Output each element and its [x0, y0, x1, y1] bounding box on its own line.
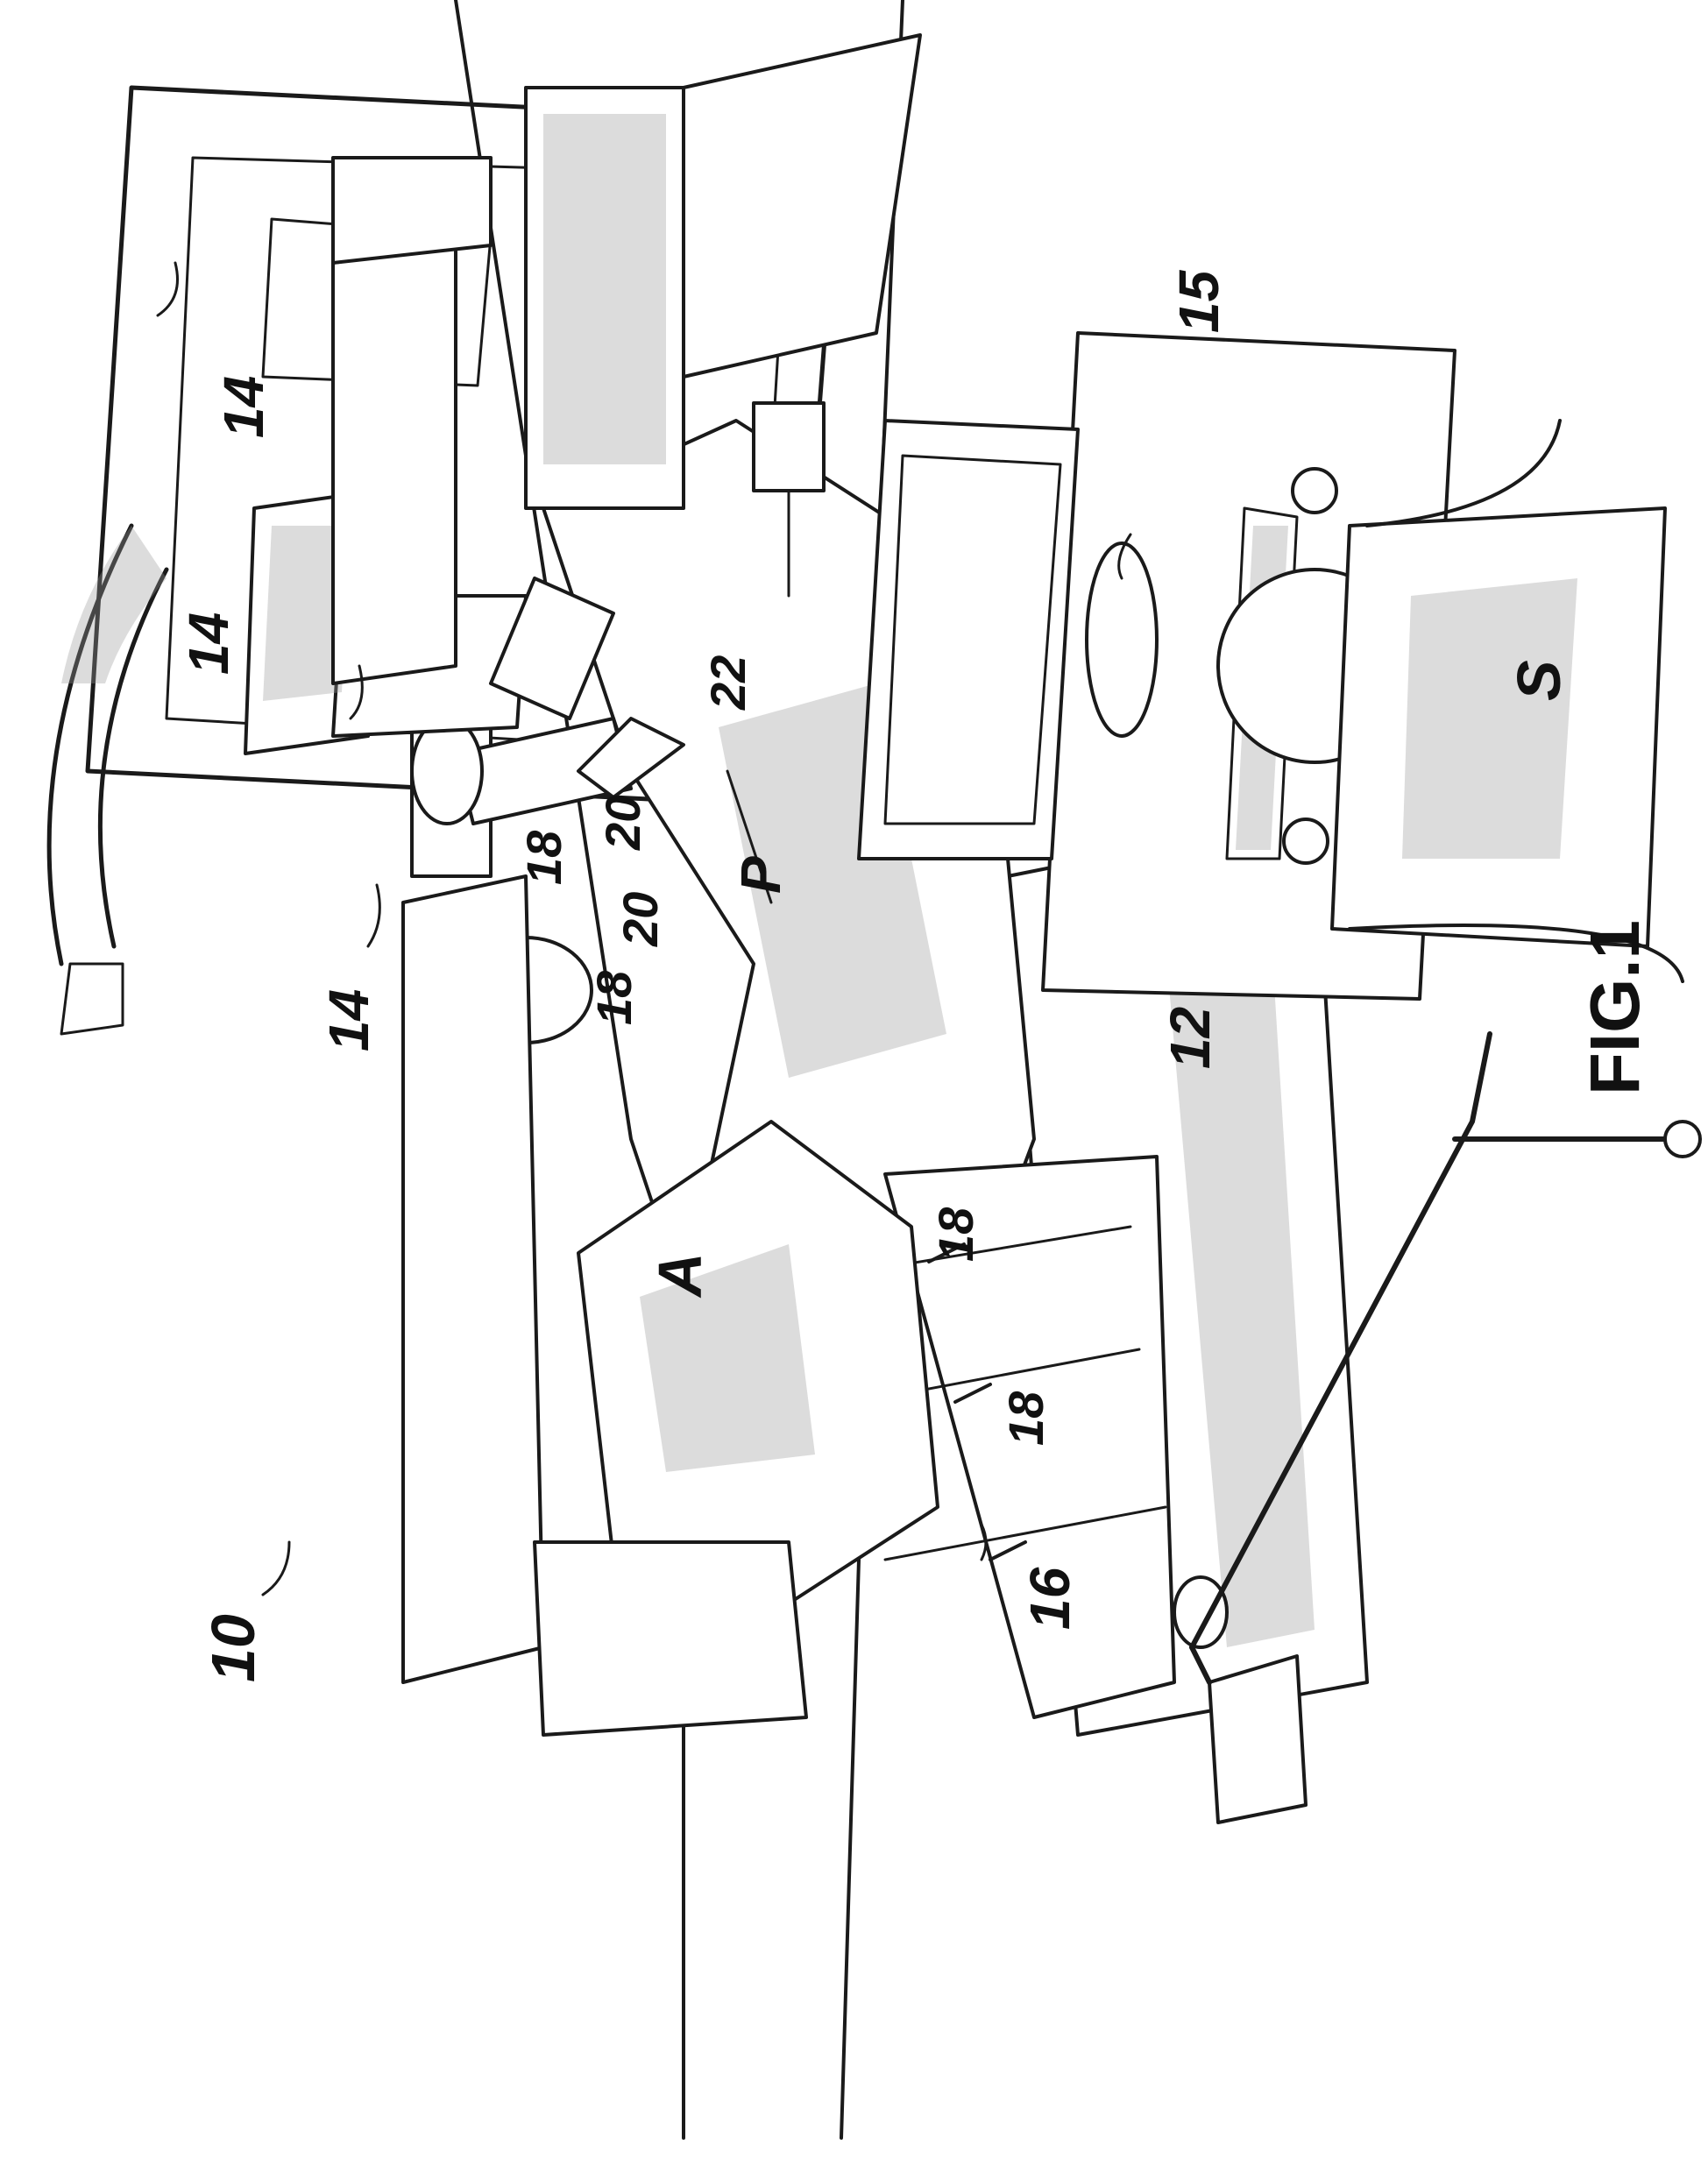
label-instrument-18-a: 18	[516, 830, 571, 885]
label-tool-20-b: 20	[595, 796, 650, 851]
label-patient-p: P	[729, 856, 792, 894]
label-assistant-a: A	[646, 1252, 714, 1299]
label-instrument-18-d: 18	[998, 1391, 1053, 1446]
figure-caption: FIG.1	[1576, 920, 1654, 1095]
label-console-15: 15	[1167, 269, 1230, 333]
label-instrument-18-c: 18	[928, 1207, 983, 1262]
label-arm-left-14: 14	[317, 989, 380, 1051]
label-arm-center-14: 14	[177, 612, 240, 675]
label-tray-16: 16	[1018, 1567, 1081, 1630]
label-system-10: 10	[199, 1614, 267, 1682]
operating-room-scene: 10 14 14 14 12 15 16 18 18 18 18 20 20 2…	[49, 0, 1700, 2138]
surgical-lamp	[49, 526, 167, 1034]
label-table-12: 12	[1159, 1007, 1222, 1069]
label-endoscope-22: 22	[700, 655, 755, 711]
label-instrument-18-b: 18	[586, 970, 641, 1025]
label-surgeon-s: S	[1505, 660, 1573, 701]
label-arm-right-14: 14	[212, 376, 275, 438]
label-tool-20-a: 20	[613, 892, 668, 947]
